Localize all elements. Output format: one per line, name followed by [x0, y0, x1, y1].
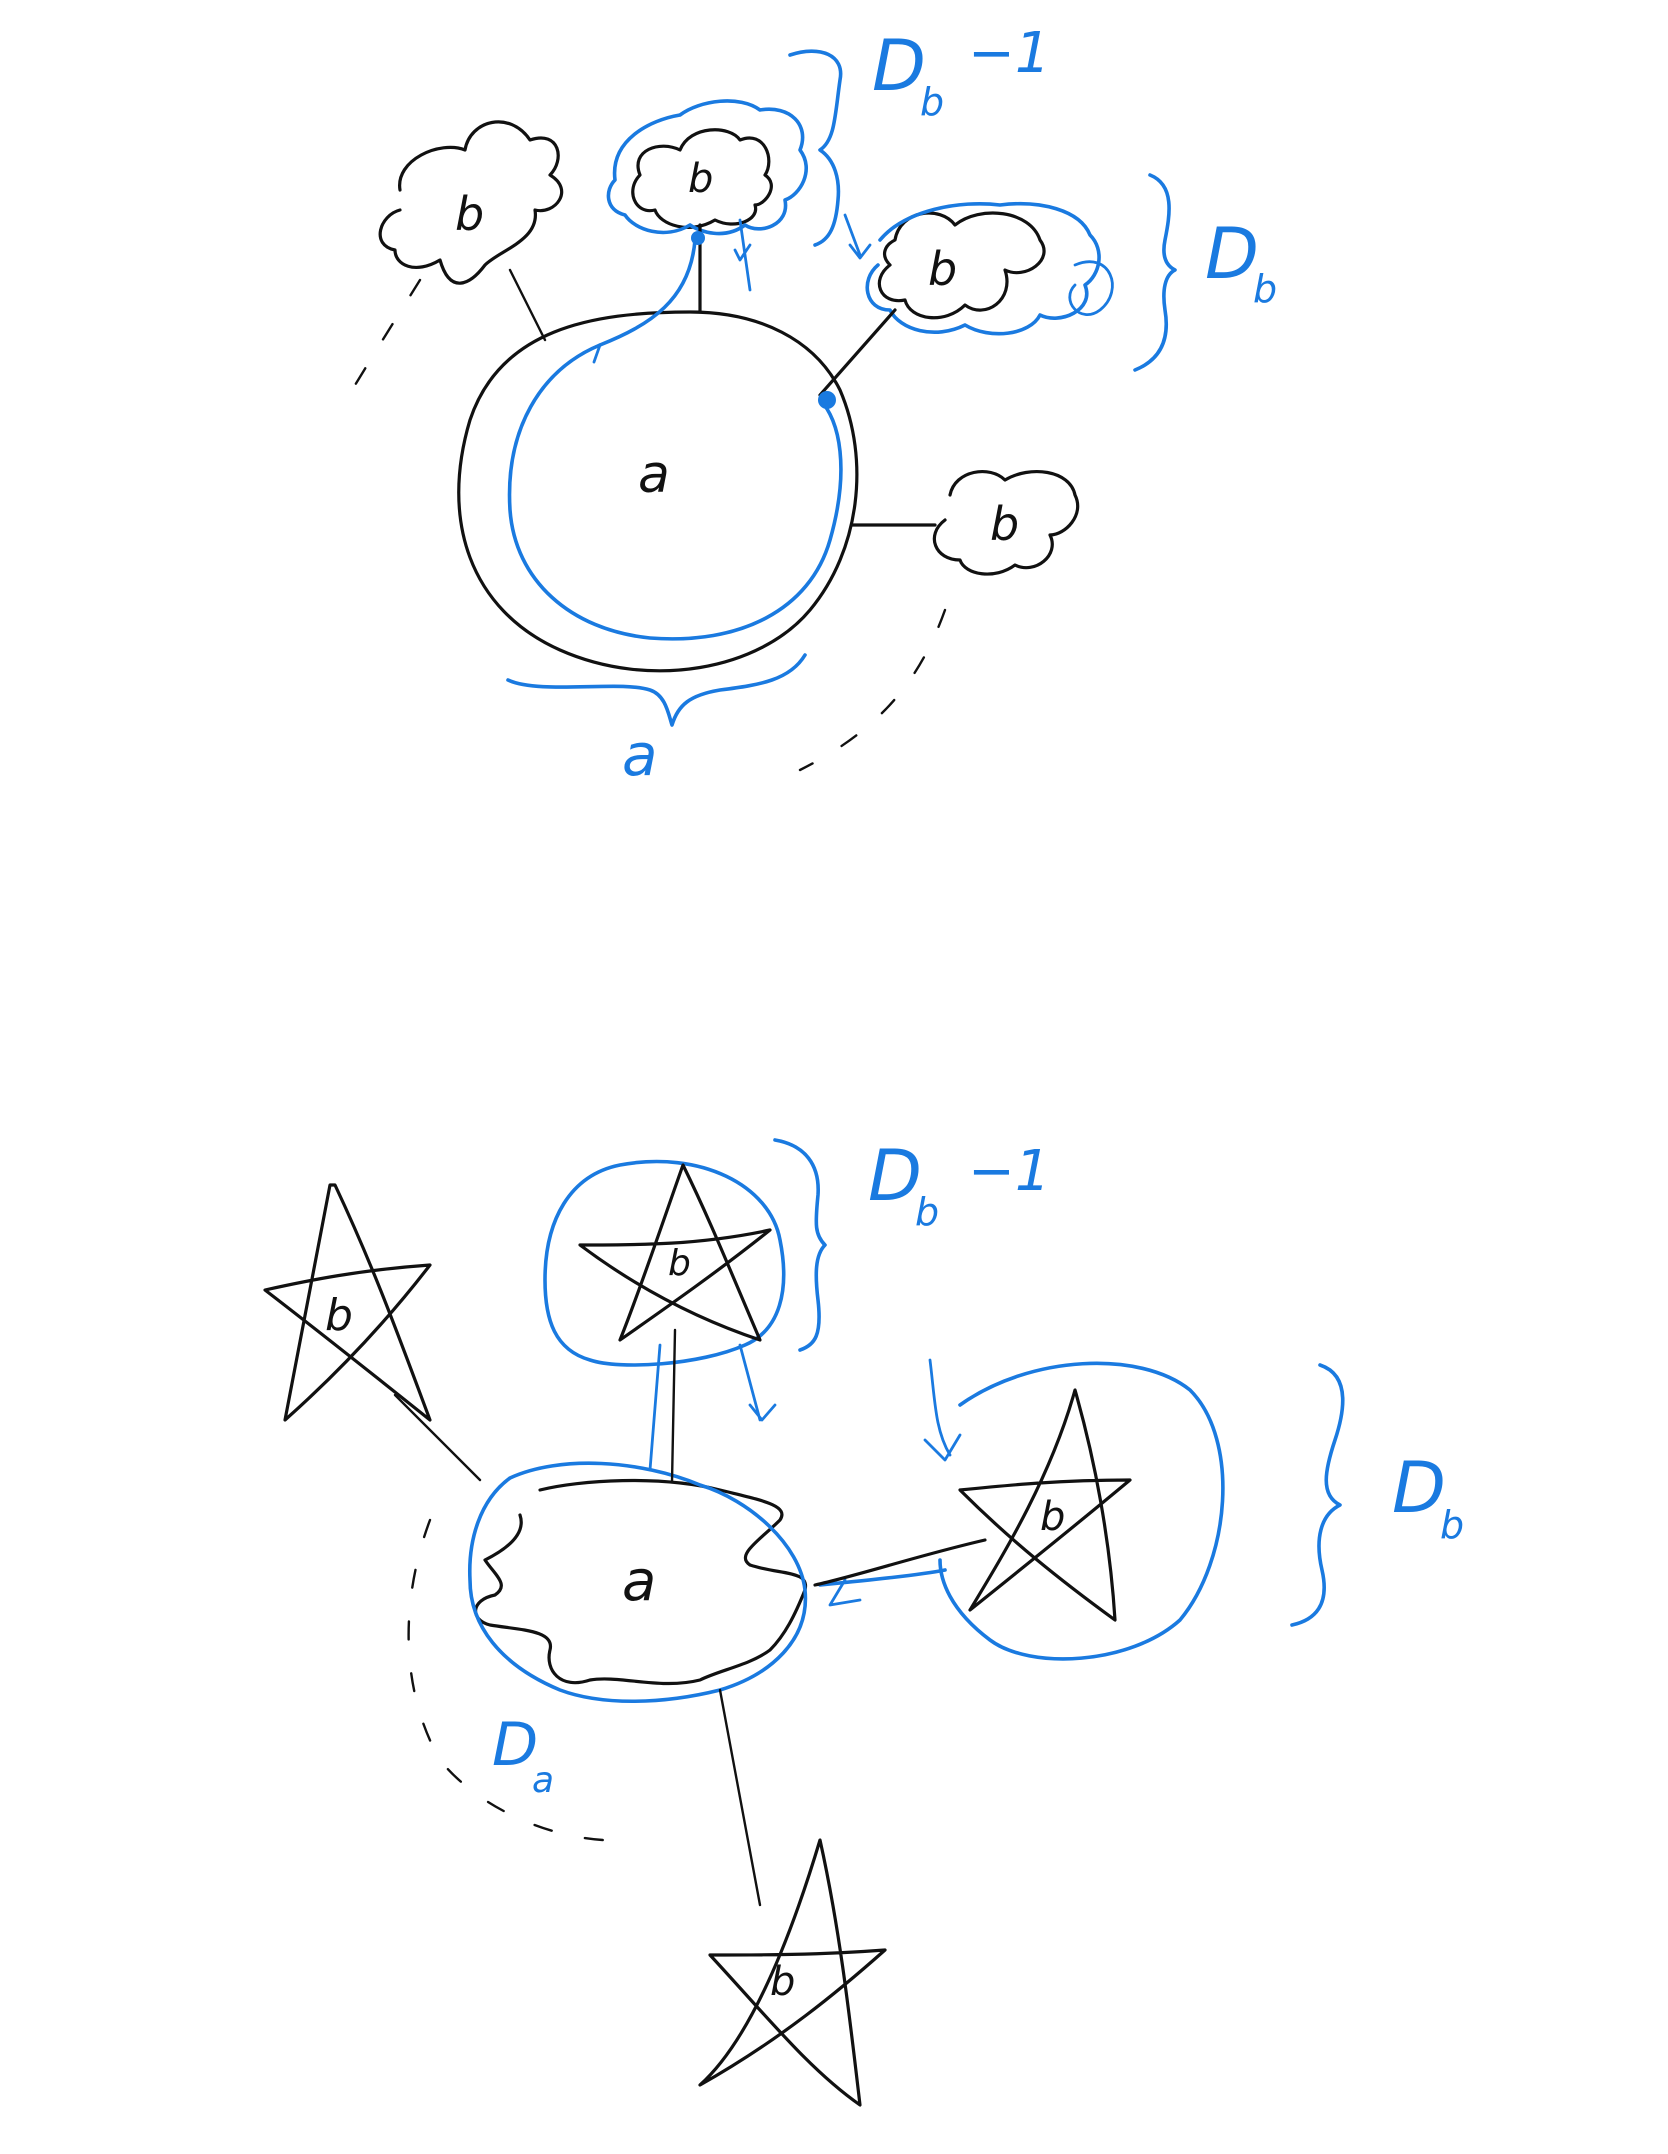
top-node-label-2: b — [688, 156, 713, 202]
top-blue-arrow-3 — [843, 213, 872, 260]
bottom-blue-arrow-3 — [923, 1358, 962, 1462]
top-center-blue-circle — [507, 343, 843, 641]
bottom-star-label-3: b — [1040, 1494, 1065, 1540]
top-blue-connector — [598, 238, 697, 347]
top-node-label-3: b — [928, 242, 957, 296]
top-node-right-blue-loop — [1068, 260, 1114, 317]
bottom-bracket-top-sub: b — [915, 1190, 939, 1234]
bottom-bracket-top-suffix: −1 — [968, 1139, 1051, 1204]
bottom-bracket-right — [1290, 1363, 1345, 1627]
bottom-star-right-blue — [938, 1361, 1225, 1661]
top-bracket-right — [1133, 173, 1177, 372]
bottom-blue-right-connector — [818, 1568, 947, 1587]
bottom-bracket-right-label: D — [1392, 1447, 1446, 1529]
bottom-star-label-1: b — [325, 1290, 353, 1341]
bottom-star-top-blue — [543, 1159, 786, 1367]
top-bracket-right-label: D — [1205, 213, 1259, 295]
top-edge-upper-left — [508, 268, 547, 342]
bottom-edge-top-b — [648, 1343, 662, 1472]
top-bracket-top-label: D — [872, 25, 926, 107]
top-brace-label: a — [622, 721, 658, 789]
top-bracket-right-sub: b — [1253, 267, 1277, 311]
bottom-star-upper-left — [263, 1183, 432, 1422]
bottom-blue-arrow-2 — [738, 1343, 777, 1422]
top-edge-right-dot — [818, 391, 836, 409]
bottom-blue-label: D — [492, 1710, 538, 1780]
top-node-right-blue — [865, 201, 1101, 336]
bottom-star-right — [958, 1388, 1132, 1622]
bottom-center-blob — [474, 1478, 808, 1686]
top-node-top — [631, 128, 773, 230]
top-bottom-brace — [506, 653, 807, 727]
bottom-bracket-top — [773, 1138, 827, 1352]
top-edge-top-dot — [691, 231, 705, 245]
top-node-upper-left — [378, 120, 564, 285]
bottom-bracket-top-label: D — [868, 1135, 922, 1217]
top-node-right — [877, 211, 1046, 320]
bottom-edge-upper-left — [393, 1393, 482, 1482]
bottom-bracket-right-sub: b — [1440, 1503, 1464, 1547]
top-node-top-blue — [606, 99, 808, 236]
bottom-star-label-2: b — [668, 1243, 691, 1284]
top-edge-right — [818, 308, 897, 397]
top-node-label-4: b — [990, 497, 1019, 551]
top-bracket-top — [788, 49, 843, 247]
top-dashed-arc-left — [338, 278, 422, 412]
top-center-circle — [457, 310, 859, 673]
bottom-center-label: a — [622, 1549, 656, 1614]
top-bracket-top-sub: b — [920, 80, 944, 124]
bottom-edge-right — [813, 1538, 987, 1587]
bottom-diagram: a D a b b b b D b −1 D b — [263, 1135, 1464, 2107]
bottom-edge-top-a — [670, 1328, 677, 1484]
top-center-label: a — [638, 445, 670, 505]
bottom-star-top — [578, 1163, 772, 1342]
bottom-blue-arrow-1 — [828, 1578, 862, 1607]
top-node-right-lower — [932, 470, 1080, 576]
top-node-label-1: b — [455, 187, 484, 241]
top-bracket-top-suffix: −1 — [968, 21, 1051, 86]
bottom-edge-bottom — [718, 1688, 762, 1907]
bottom-star-label-4: b — [770, 1959, 795, 2005]
bottom-blue-sub: a — [532, 1760, 554, 1801]
bottom-center-blue-blob — [468, 1461, 808, 1703]
top-blue-arrow-2 — [733, 218, 752, 292]
bottom-star-bottom — [698, 1838, 887, 2107]
top-diagram: a a b b b b D b −1 — [338, 21, 1277, 789]
top-dashed-arc-right — [798, 608, 947, 772]
